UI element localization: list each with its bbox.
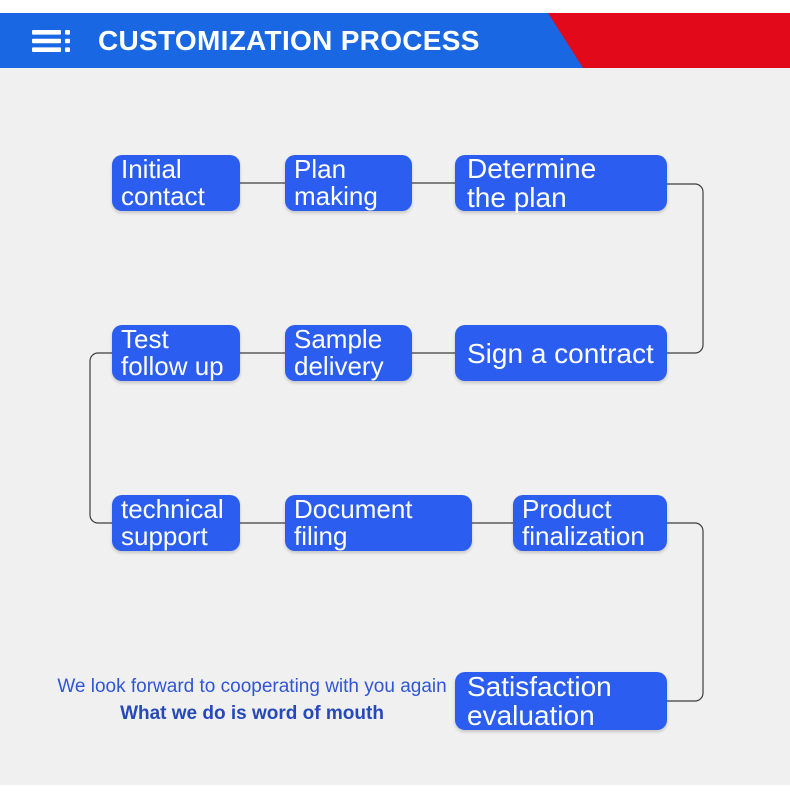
- header-blue-bar: CUSTOMIZATION PROCESS: [0, 13, 583, 68]
- flow-step-plan-making: Plan making: [285, 155, 412, 211]
- flow-step-technical-support: technical support: [112, 495, 240, 551]
- footer-tagline-1: We look forward to cooperating with you …: [57, 676, 447, 697]
- flow-step-test-follow-up: Test follow up: [112, 325, 240, 381]
- flow-step-product-finalization: Product finalization: [513, 495, 667, 551]
- footer-taglines: We look forward to cooperating with you …: [52, 676, 452, 725]
- flow-step-document-filing: Document filing: [285, 495, 472, 551]
- flow-step-sample-delivery: Sample delivery: [285, 325, 412, 381]
- flow-step-determine-the-plan: Determine the plan: [455, 154, 667, 212]
- footer-tagline-2: What we do is word of mouth: [120, 703, 384, 724]
- flow-step-satisfaction-evaluation: Satisfaction evaluation: [455, 672, 667, 730]
- hamburger-menu-icon: [32, 29, 72, 53]
- flow-step-initial-contact: Initial contact: [112, 155, 240, 211]
- page-title: CUSTOMIZATION PROCESS: [98, 24, 480, 56]
- flow-step-sign-a-contract: Sign a contract: [455, 325, 667, 381]
- header-banner: CUSTOMIZATION PROCESS: [0, 13, 790, 68]
